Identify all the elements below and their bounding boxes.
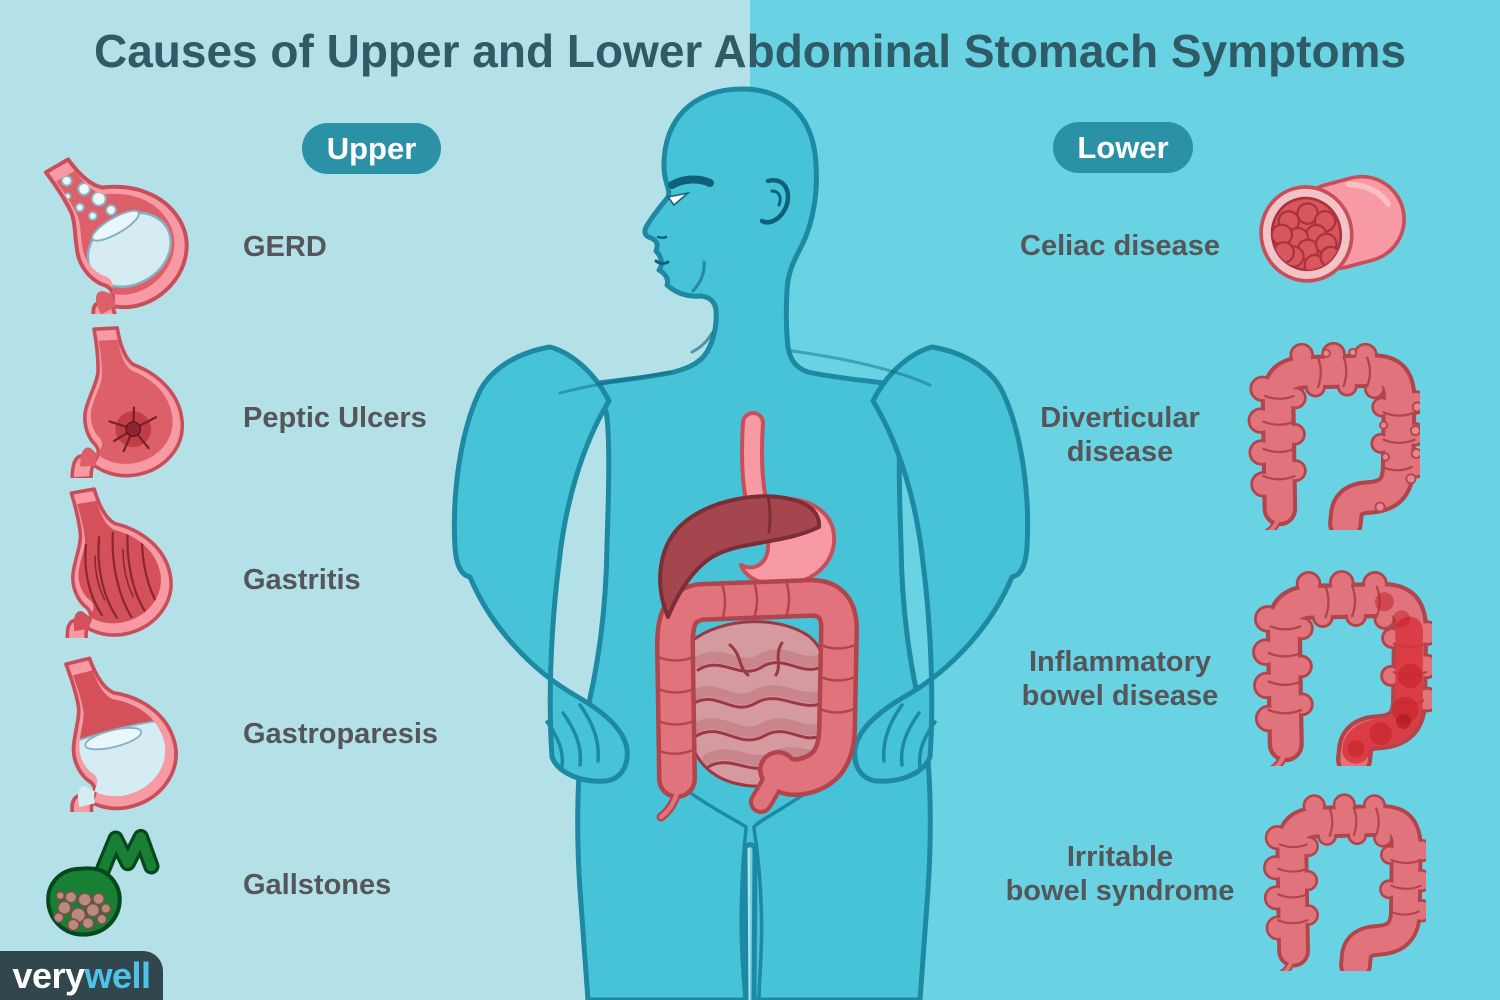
- human-figure-illustration: [451, 86, 1031, 1000]
- cause-label-gerd: GERD: [243, 231, 327, 263]
- eye-icon: [666, 191, 691, 207]
- stomach-gastritis-icon: [40, 486, 181, 638]
- colon-inflamed-icon: [1242, 562, 1432, 766]
- cause-row-irritable-bowel-syndrome: [1254, 786, 1426, 971]
- cause-row-celiac: [1250, 156, 1412, 299]
- stomach-gerd-icon: [26, 146, 194, 314]
- upper-section-badge: Upper: [302, 123, 441, 174]
- cause-row-gastroparesis: [30, 654, 188, 812]
- cause-row-gerd: [26, 146, 194, 314]
- cause-row-gallstones: [36, 824, 166, 946]
- cause-row-inflammatory-bowel-disease: [1242, 562, 1432, 766]
- lower-section-badge: Lower: [1053, 122, 1193, 173]
- gallbladder-stones-icon: [36, 828, 160, 946]
- stomach-gastroparesis-icon: [34, 654, 188, 812]
- cause-label-peptic-ulcers: Peptic Ulcers: [243, 402, 427, 434]
- cause-label-gallstones: Gallstones: [243, 869, 392, 901]
- colon-icon: [1254, 786, 1426, 971]
- cause-label-gastroparesis: Gastroparesis: [243, 718, 439, 750]
- cause-row-peptic-ulcers: [46, 326, 198, 478]
- colon-diverticula-icon: [1238, 334, 1420, 530]
- cause-row-gastritis: [32, 486, 184, 638]
- stomach-ulcer-icon: [62, 326, 187, 478]
- cause-label-inflammatory-bowel-disease: Inflammatory bowel disease: [1021, 646, 1219, 712]
- logo-text-well: well: [84, 954, 152, 996]
- intestine-cross-section-icon: [1259, 174, 1406, 283]
- cause-row-diverticular: [1238, 334, 1420, 530]
- page-title: Causes of Upper and Lower Abdominal Stom…: [93, 25, 1407, 77]
- cause-label-diverticular: Diverticular disease: [1040, 402, 1200, 468]
- cause-label-irritable-bowel-syndrome: Irritable bowel syndrome: [1005, 841, 1235, 907]
- cause-label-gastritis: Gastritis: [243, 564, 361, 596]
- digestive-tract-illustration: [655, 411, 859, 822]
- cause-label-celiac: Celiac disease: [1020, 230, 1220, 262]
- logo-text-very: very: [12, 954, 85, 996]
- face-details: [558, 175, 932, 395]
